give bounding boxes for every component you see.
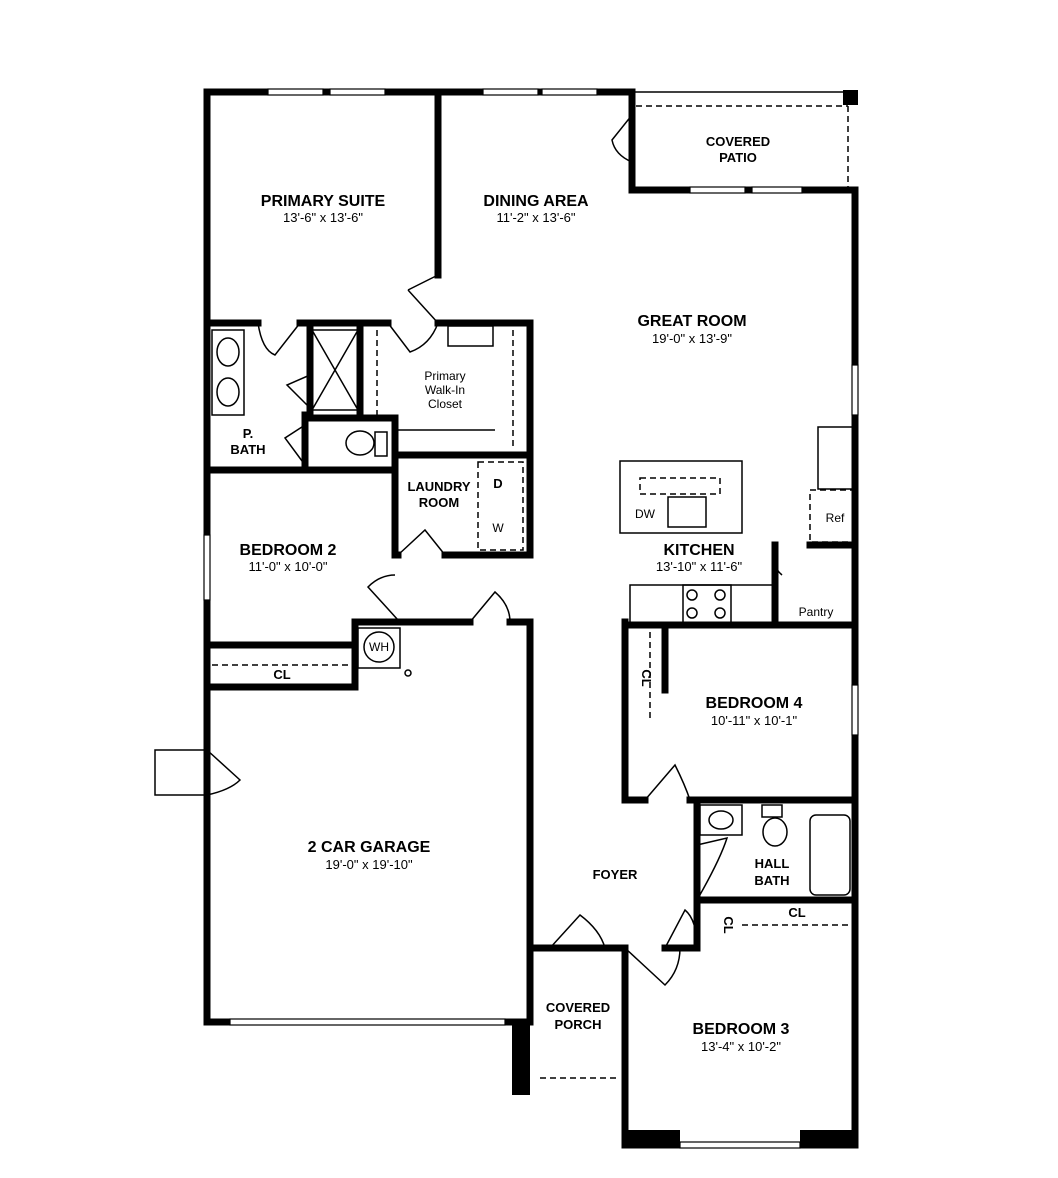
bedroom3-name: BEDROOM 3 [693,1021,790,1038]
laundry-label-1: LAUNDRY [407,479,470,494]
covered-patio-label-1: COVERED [706,134,770,149]
room-labels: PRIMARY SUITE 13'-6" x 13'-6" DINING ARE… [230,134,845,1054]
bedroom2-size: 11'-0" x 10'-0" [249,559,328,574]
closet-label-1: Primary [424,369,465,383]
fridge-label: Ref [826,511,845,525]
fixtures [211,325,854,926]
great-room-name: GREAT ROOM [637,313,746,330]
kitchen-name: KITCHEN [663,542,734,559]
covered-porch-label-1: COVERED [546,1000,610,1015]
doors [154,274,783,987]
garage-name: 2 CAR GARAGE [308,839,431,856]
washer-label: W [492,521,504,535]
covered-patio-label-2: PATIO [719,150,757,165]
dishwasher-label: DW [635,507,656,521]
primary-suite-name: PRIMARY SUITE [261,193,386,210]
hall-bath-label-1: HALL [755,856,790,871]
great-room-size: 19'-0" x 13'-9" [652,331,732,346]
dining-area-name: DINING AREA [483,193,589,210]
pantry-label: Pantry [799,605,834,619]
foyer-label: FOYER [593,867,638,882]
water-heater-label: WH [369,640,389,654]
garage-size: 19'-0" x 19'-10" [325,857,413,872]
closet-label-2: Walk-In [425,383,465,397]
p-bath-label-2: BATH [230,442,265,457]
bedroom2-closet-label: CL [273,667,290,682]
patio-outline [611,105,849,188]
dining-area-size: 11'-2" x 13'-6" [497,210,576,225]
kitchen-size: 13'-10" x 11'-6" [656,559,743,574]
laundry-label-2: ROOM [419,495,459,510]
hall-closet-label: CL [721,916,736,933]
windows [203,88,859,1149]
bedroom4-name: BEDROOM 4 [706,695,803,712]
bedroom3-closet-label: CL [788,905,805,920]
p-bath-label-1: P. [243,426,254,441]
hall-bath-label-2: BATH [754,873,789,888]
dryer-label: D [493,476,502,491]
closet-label-3: Closet [428,397,463,411]
walls [203,88,859,1149]
bedroom4-closet-label: CL [639,669,654,686]
covered-porch-label-2: PORCH [555,1017,602,1032]
primary-suite-size: 13'-6" x 13'-6" [283,210,363,225]
bedroom4-size: 10'-11" x 10'-1" [711,713,798,728]
bedroom3-size: 13'-4" x 10'-2" [701,1039,781,1054]
bedroom2-name: BEDROOM 2 [240,542,337,559]
